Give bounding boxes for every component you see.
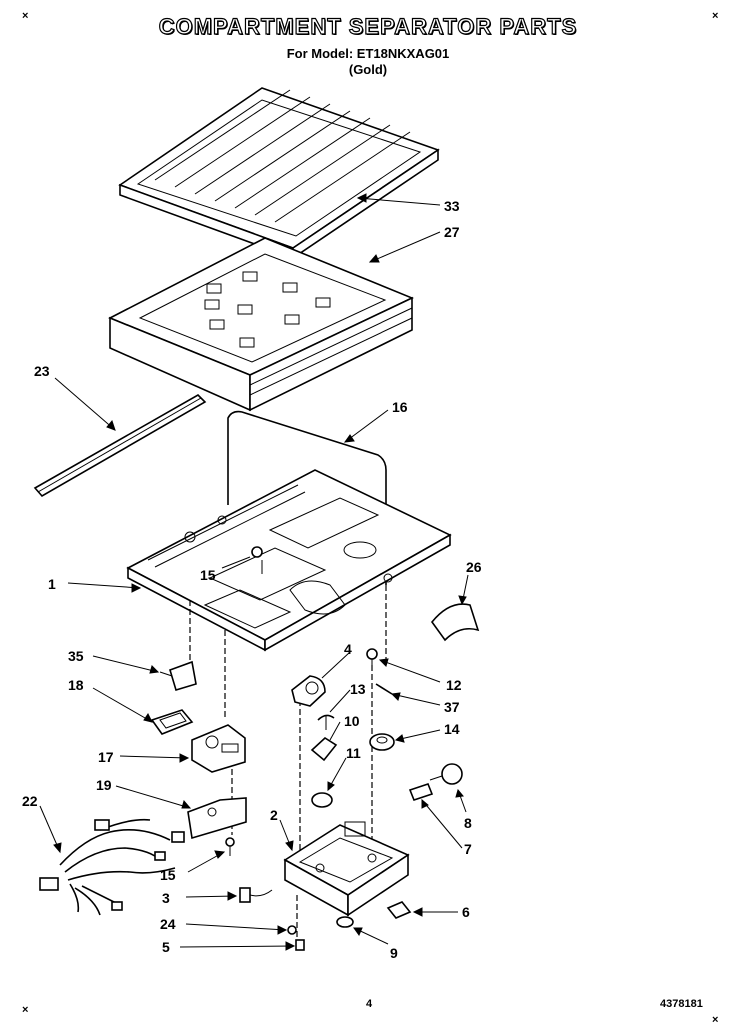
part-23-strip: [33, 394, 207, 498]
part-27-frame: [108, 237, 414, 412]
callout-1: 1: [48, 576, 56, 592]
callout-15-lower: 15: [160, 867, 176, 883]
part-14-gear: [369, 733, 395, 751]
callout-16: 16: [392, 399, 408, 415]
callout-24: 24: [160, 916, 176, 932]
part-11-knob: [311, 792, 333, 808]
part-4-thermostat: [291, 675, 326, 707]
page-number: 4: [366, 998, 373, 1010]
callout-13: 13: [350, 681, 366, 697]
part-15-screw-lower: [225, 837, 235, 856]
part-35-clip: [159, 660, 197, 691]
callout-33: 33: [444, 198, 460, 214]
callout-2: 2: [270, 807, 278, 823]
callout-15-upper: 15: [200, 567, 216, 583]
callout-10: 10: [344, 713, 360, 729]
leader-lines: [39, 193, 469, 951]
callout-14: 14: [444, 721, 460, 737]
part-12-screw: [366, 648, 378, 668]
part-24-screw: [287, 925, 297, 935]
part-1-separator-panel: [126, 469, 452, 652]
part-16-heater-wire: [227, 410, 387, 585]
part-19-mount-bracket: [187, 797, 247, 840]
part-10-knob-shaft: [310, 736, 338, 762]
callout-26: 26: [466, 559, 482, 575]
callout-17: 17: [98, 749, 114, 765]
callout-7: 7: [464, 841, 472, 857]
part-26-bracket: [430, 603, 480, 642]
callout-37: 37: [444, 699, 460, 715]
registration-mark-top-left: ×: [22, 10, 29, 22]
part-9-nut: [336, 916, 354, 928]
callout-27: 27: [444, 224, 460, 240]
callout-35: 35: [68, 648, 84, 664]
callout-5: 5: [162, 939, 170, 955]
document-number: 4378181: [660, 998, 703, 1010]
callout-6: 6: [462, 904, 470, 920]
registration-mark-bottom-right: ×: [712, 1014, 719, 1026]
part-5-screw: [295, 939, 305, 951]
callout-12: 12: [446, 677, 462, 693]
callout-11: 11: [346, 745, 361, 761]
callout-23: 23: [34, 363, 50, 379]
callout-9: 9: [390, 945, 398, 961]
part-7-socket: [408, 783, 434, 801]
callout-3: 3: [162, 890, 170, 906]
part-15-screw-upper: [251, 546, 263, 574]
model-line: For Model: ET18NKXAG01: [286, 46, 450, 61]
page-title: COMPARTMENT SEPARATOR PARTS: [158, 13, 578, 39]
callout-8: 8: [464, 815, 472, 831]
callout-19: 19: [96, 777, 112, 793]
callout-18: 18: [68, 677, 84, 693]
part-8-light-bulb: [429, 763, 463, 785]
assembly-guide-lines: [189, 585, 387, 950]
color-line: (Gold): [348, 62, 388, 77]
part-2-housing: [283, 821, 410, 917]
callout-labels: 33 27 23 16 1 15 26 35 4 12 18 13 37 10 …: [22, 198, 482, 961]
callout-22: 22: [22, 793, 38, 809]
part-6-switch: [386, 901, 412, 919]
part-37-spring: [375, 683, 393, 695]
callout-4: 4: [344, 641, 352, 657]
registration-mark-top-right: ×: [712, 10, 719, 22]
part-17-control-housing: [191, 724, 246, 773]
part-22-wire-harness: [39, 818, 185, 916]
part-3-connector: [239, 887, 273, 903]
registration-mark-bottom-left: ×: [22, 1004, 29, 1016]
part-18-grille: [150, 709, 194, 735]
part-33-shelf: [118, 87, 440, 260]
part-13-clip: [317, 714, 335, 730]
